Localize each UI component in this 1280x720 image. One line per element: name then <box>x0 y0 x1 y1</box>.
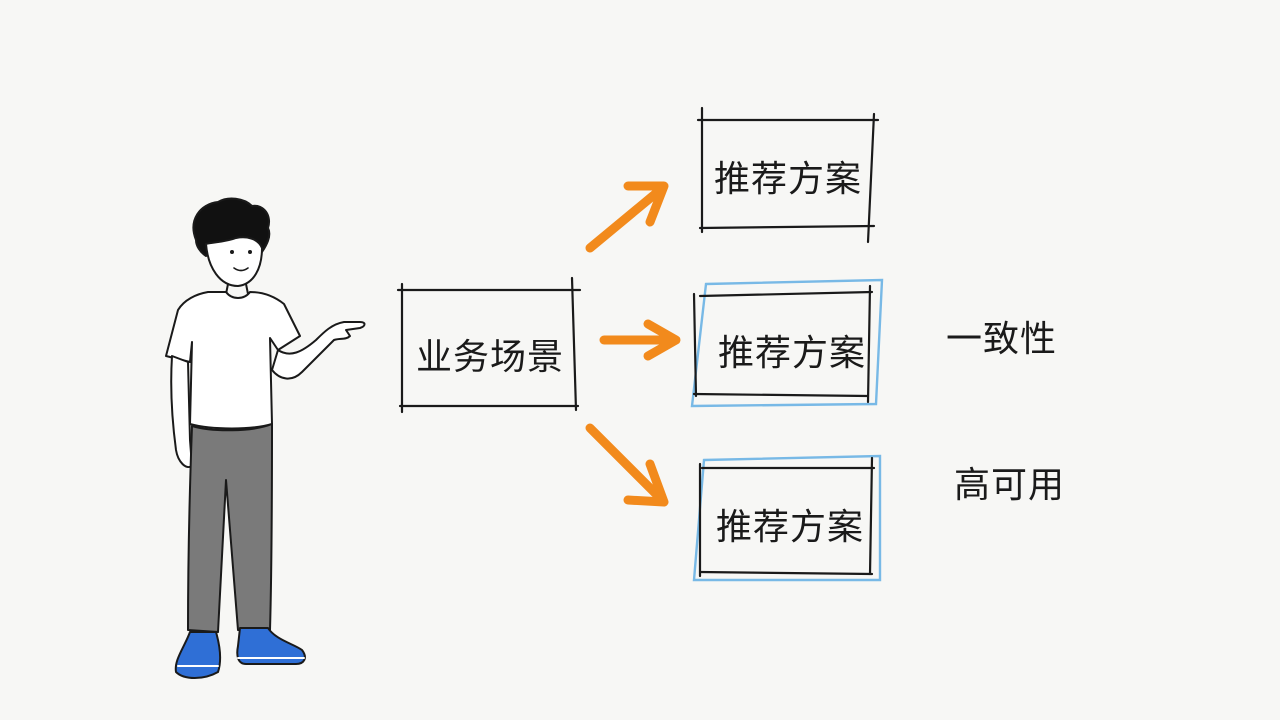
person-arm <box>271 321 366 380</box>
person-shoe-left <box>174 631 222 679</box>
source-box-label: 业务场景 <box>416 337 565 378</box>
person-pants <box>187 423 273 633</box>
target-box-3-label: 推荐方案 <box>716 507 865 548</box>
target-box-2-label: 推荐方案 <box>718 333 867 374</box>
target-box-3 <box>692 454 882 582</box>
arrows <box>585 181 681 507</box>
arrow-up <box>585 181 669 253</box>
target-box-2 <box>690 278 884 408</box>
person-illustration <box>165 197 366 679</box>
arrow-middle <box>599 319 681 361</box>
target-box-1 <box>696 106 880 244</box>
person-head <box>205 236 263 287</box>
target-box-1-label: 推荐方案 <box>714 159 863 200</box>
arrow-down <box>585 423 669 507</box>
source-box <box>396 276 582 414</box>
consistency-label: 一致性 <box>946 319 1058 360</box>
high-availability-label: 高可用 <box>954 465 1066 506</box>
